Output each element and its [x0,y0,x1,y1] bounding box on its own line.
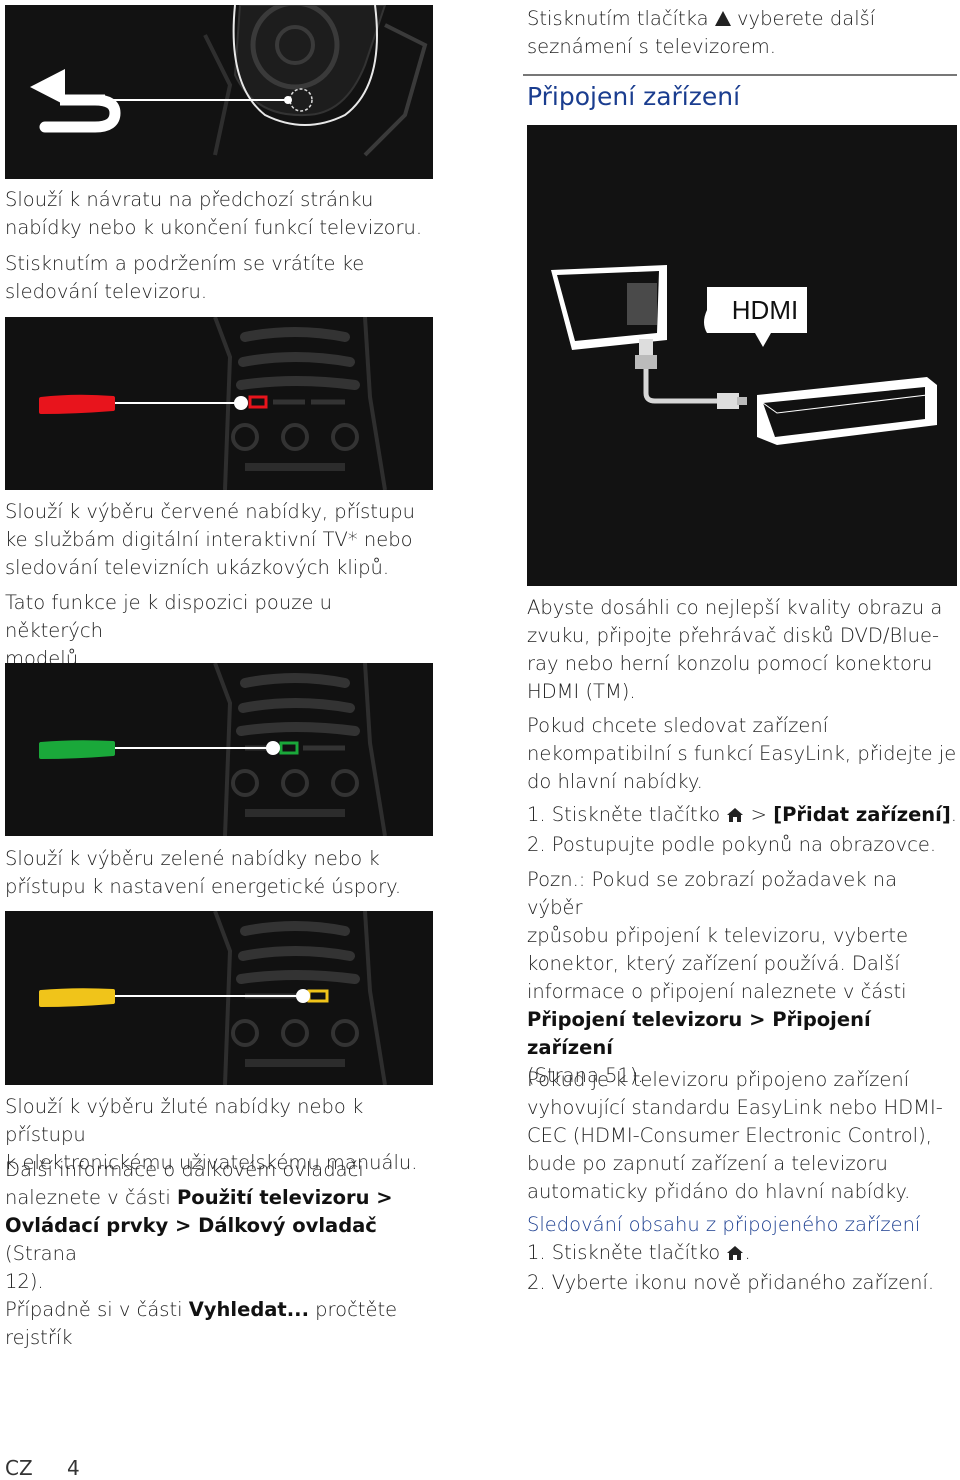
triangle-up-icon [714,11,731,26]
note-line: Pozn.: Pokud se zobrazí požadavek na výb… [527,868,898,919]
top-text: vyberete další [736,7,876,30]
red-button-photo [5,317,433,490]
p2-line: do hlavní nabídky. [527,770,703,793]
green-desc-line: Slouží k výběru zelené nabídky nebo k [5,847,380,870]
p3-line: vyhovující standardu EasyLink nebo HDMI- [527,1096,943,1119]
p1-line: zvuku, připojte přehrávač disků DVD/Blue… [527,624,940,647]
back-button-photo [5,5,433,179]
yellow-desc-line: k elektronickému uživatelskému manuálu. [5,1151,418,1174]
p3-line: Pokud je k televizoru připojeno zařízení [527,1068,910,1091]
note-line: informace o připojení naleznete v části [527,980,907,1003]
p2-line: Pokud chcete sledovat zařízení [527,714,829,737]
red-desc-line: sledování televizních ukázkových klipů. [5,556,390,579]
more-info-link[interactable]: Ovládací prvky > Dálkový ovladač [5,1214,377,1237]
p1-line: Abyste dosáhli co nejlepší kvality obraz… [527,596,943,619]
more-info-line: Další informace o dálkovém ovladači [5,1158,364,1181]
footer-page: 4 [67,1456,80,1480]
more-info-text: Případně si v části [5,1298,189,1321]
add-device-label: [Přidat zařízení] [773,803,951,826]
top-text: Stisknutím tlačítka [527,7,709,30]
p1-line: ray nebo herní konzolu pomocí konektoru [527,652,933,675]
yellow-button-photo [5,911,433,1085]
connect-device-link[interactable]: Připojení televizoru > Připojení zařízen… [527,1008,871,1059]
p3-line: CEC (HDMI-Consumer Electronic Control), [527,1124,932,1147]
back-desc-line: Slouží k návratu na předchozí stránku [5,188,374,211]
watch-step1: 1. Stiskněte tlačítko [527,1241,721,1264]
note-line: (Strana 51). [527,1064,644,1087]
green-desc-line: přístupu k nastavení energetické úspory. [5,875,402,898]
section-title: Připojení zařízení [527,82,741,111]
watch-step2: 2. Vyberte ikonu nově přidaného zařízení… [527,1271,935,1294]
hdmi-label: HDMI [732,295,798,325]
top-text: seznámení s televizorem. [527,35,776,58]
footer-lang: CZ [5,1456,33,1480]
back-desc-line: nabídky nebo k ukončení funkcí televizor… [5,216,423,239]
home-icon [726,803,744,831]
back-hold-line: sledování televizoru. [5,280,208,303]
p2-line: nekompatibilní s funkcí EasyLink, přidej… [527,742,957,765]
more-info-text: (Strana [5,1242,77,1265]
more-info-link[interactable]: Použití televizoru > [177,1186,393,1209]
red-note-line: Tato funkce je k dispozici pouze u někte… [5,591,333,642]
home-icon [726,1241,744,1269]
red-desc-line: Slouží k výběru červené nabídky, přístup… [5,500,416,523]
more-info-text: naleznete v části [5,1186,177,1209]
watch-step1: . [744,1241,751,1264]
section-divider [523,74,957,76]
more-info-line: 12). [5,1270,44,1293]
back-hold-line: Stisknutím a podržením se vrátíte ke [5,252,365,275]
step1-text: 1. Stiskněte tlačítko [527,803,721,826]
p3-line: bude po zapnutí zařízení a televizoru [527,1152,888,1175]
step2-text: 2. Postupujte podle pokynů na obrazovce. [527,833,937,856]
yellow-desc-line: Slouží k výběru žluté nabídky nebo k pří… [5,1095,364,1146]
note-line: konektor, který zařízení používá. Další [527,952,900,975]
green-button-photo [5,663,433,836]
watch-title: Sledování obsahu z připojeného zařízení [527,1213,921,1236]
more-info-text: pročtěte [308,1298,398,1321]
red-desc-line: ke službám digitální interaktivní TV* ne… [5,528,413,551]
search-link[interactable]: Vyhledat... [188,1298,309,1321]
step1-text: . [950,803,957,826]
step1-gt: > [744,803,774,826]
note-line: způsobu připojení k televizoru, vyberte [527,924,909,947]
hdmi-illustration: HDMI [527,125,957,586]
more-info-block: Další informace o dálkovém ovladači nale… [5,1156,445,1352]
p3-line: automaticky přidáno do hlavní nabídky. [527,1180,911,1203]
note-block: Pozn.: Pokud se zobrazí požadavek na výb… [527,866,957,1090]
more-info-line: rejstřík [5,1326,73,1349]
p1-line: HDMI (TM). [527,680,636,703]
